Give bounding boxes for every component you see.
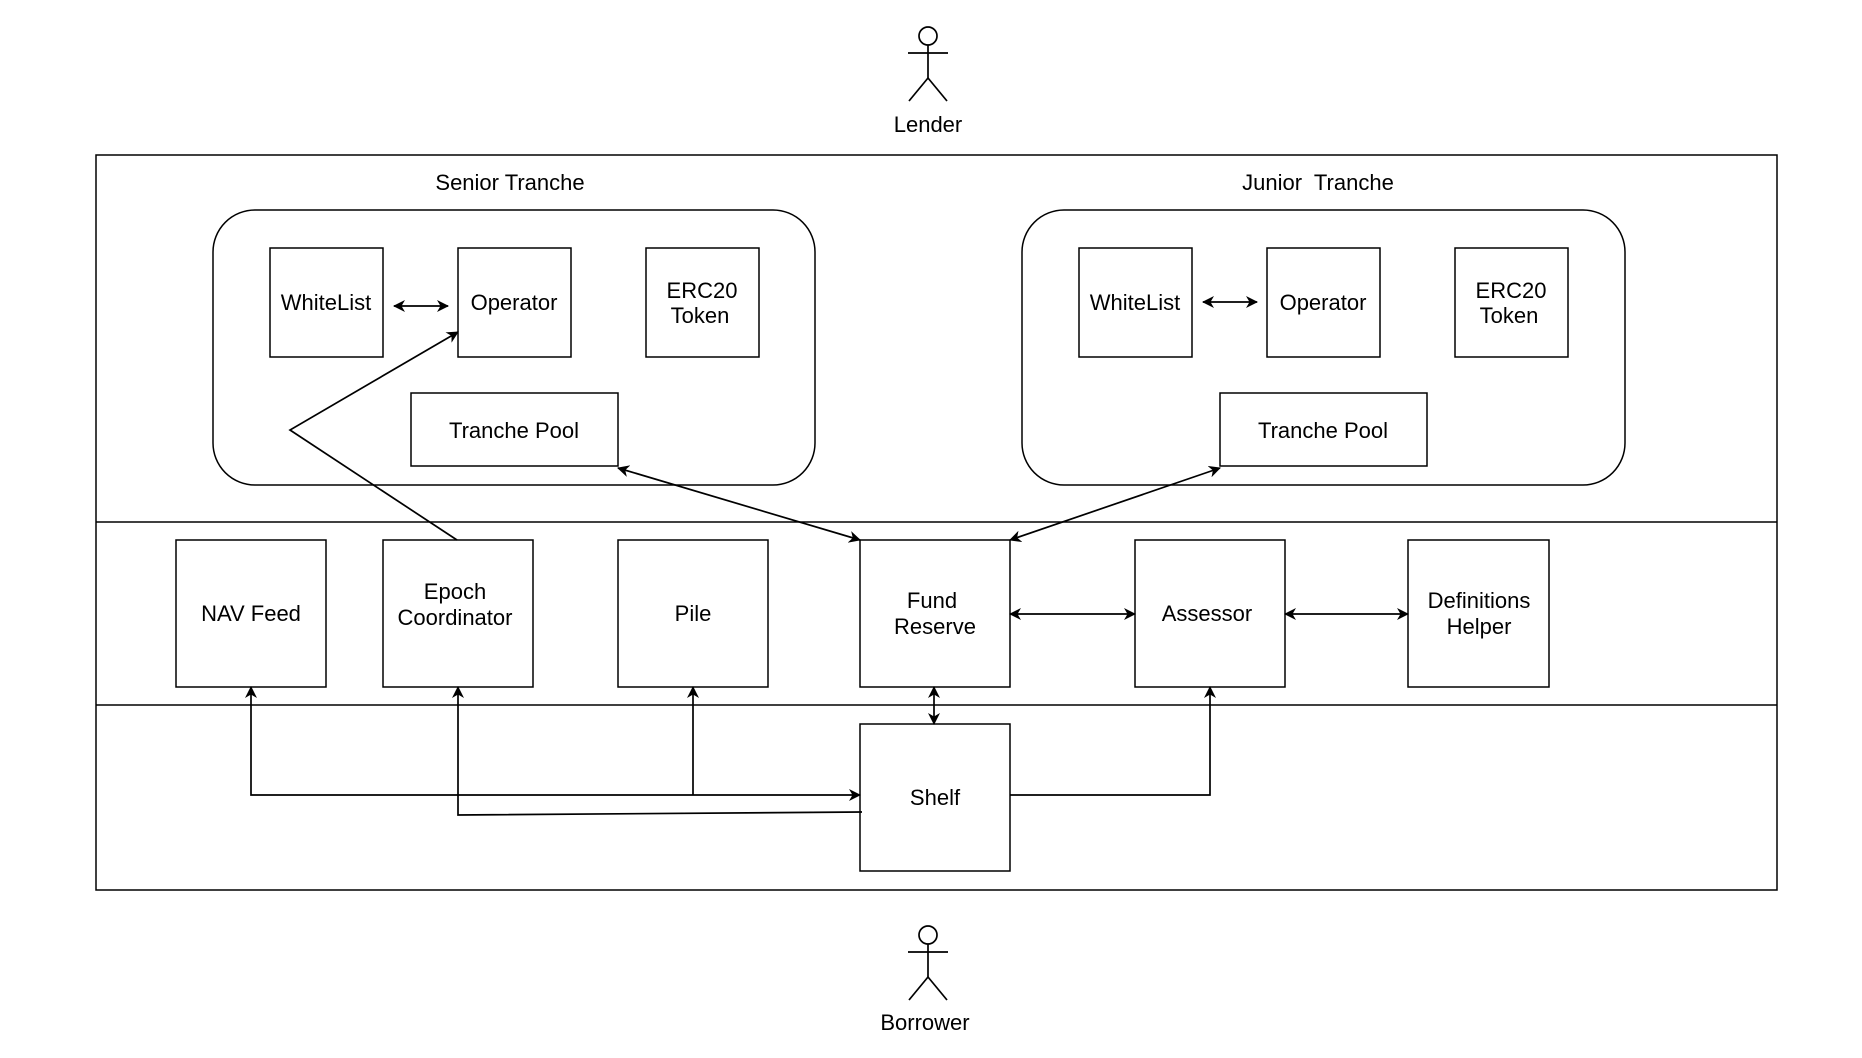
- senior-tranche-pool-label: Tranche Pool: [449, 418, 579, 443]
- senior-pool-fund-reserve-arrow: [617, 465, 861, 543]
- senior-erc20-token-box[interactable]: ERC20 Token: [645, 247, 760, 358]
- junior-tranche-title: Junior Tranche: [1242, 170, 1394, 195]
- senior-whitelist-label: WhiteList: [281, 290, 371, 315]
- nav-feed-shelf-arrow: [245, 686, 861, 801]
- senior-tranche-container: [212, 209, 816, 486]
- core-layer: NAV Feed Epoch Coordinator Pile Fund Res…: [175, 539, 1550, 688]
- junior-tranche-pool-label: Tranche Pool: [1258, 418, 1388, 443]
- epoch-coordinator-box[interactable]: Epoch Coordinator: [382, 539, 534, 688]
- stick-figure-icon: [908, 26, 948, 102]
- shelf-box[interactable]: Shelf: [859, 723, 1011, 872]
- definitions-helper-label-line2: Helper: [1447, 614, 1512, 639]
- pile-box[interactable]: Pile: [617, 539, 769, 688]
- borrower-actor: Borrower: [880, 925, 970, 1035]
- junior-erc20-token-box[interactable]: ERC20 Token: [1454, 247, 1569, 358]
- pile-label: Pile: [675, 601, 712, 626]
- senior-erc20-label-line2: Token: [671, 303, 730, 328]
- shelf-label: Shelf: [910, 785, 961, 810]
- assessor-label: Assessor: [1162, 601, 1252, 626]
- epoch-coordinator-label-line1: Epoch: [424, 579, 486, 604]
- junior-erc20-label-line2: Token: [1480, 303, 1539, 328]
- shelf-to-epoch-arrow: [452, 686, 863, 816]
- senior-operator-label: Operator: [471, 290, 558, 315]
- lender-actor: Lender: [894, 26, 963, 137]
- nav-feed-label: NAV Feed: [201, 601, 301, 626]
- stick-figure-icon: [908, 925, 948, 1001]
- shelf-to-assessor-arrow: [1010, 686, 1216, 796]
- epoch-to-senior-operator-arrow: [288, 331, 459, 541]
- nav-feed-box[interactable]: NAV Feed: [175, 539, 327, 688]
- junior-tranche-container: [1021, 209, 1626, 486]
- fund-reserve-box[interactable]: Fund Reserve: [859, 539, 1011, 688]
- senior-tranche-group: Senior Tranche WhiteList Operator ERC20 …: [212, 170, 816, 486]
- fund-reserve-label-line1: Fund: [907, 588, 957, 613]
- senior-operator-box[interactable]: Operator: [457, 247, 572, 358]
- junior-erc20-label-line1: ERC20: [1476, 278, 1547, 303]
- assessor-box[interactable]: Assessor: [1134, 539, 1286, 688]
- junior-pool-fund-reserve-arrow: [1009, 465, 1221, 543]
- senior-erc20-label-line1: ERC20: [667, 278, 738, 303]
- connectors: [245, 296, 1409, 816]
- junior-tranche-group: Junior Tranche WhiteList Operator ERC20 …: [1021, 170, 1626, 486]
- senior-tranche-pool-box[interactable]: Tranche Pool: [410, 392, 619, 467]
- epoch-coordinator-label-line2: Coordinator: [398, 605, 513, 630]
- lender-label: Lender: [894, 112, 963, 137]
- junior-whitelist-box[interactable]: WhiteList: [1078, 247, 1193, 358]
- junior-operator-label: Operator: [1280, 290, 1367, 315]
- junior-whitelist-label: WhiteList: [1090, 290, 1180, 315]
- senior-whitelist-box[interactable]: WhiteList: [269, 247, 384, 358]
- definitions-helper-label-line1: Definitions: [1428, 588, 1531, 613]
- junior-operator-box[interactable]: Operator: [1266, 247, 1381, 358]
- borrower-label: Borrower: [880, 1010, 969, 1035]
- definitions-helper-box[interactable]: Definitions Helper: [1407, 539, 1550, 688]
- senior-tranche-title: Senior Tranche: [435, 170, 584, 195]
- junior-tranche-pool-box[interactable]: Tranche Pool: [1219, 392, 1428, 467]
- fund-reserve-label-line2: Reserve: [894, 614, 976, 639]
